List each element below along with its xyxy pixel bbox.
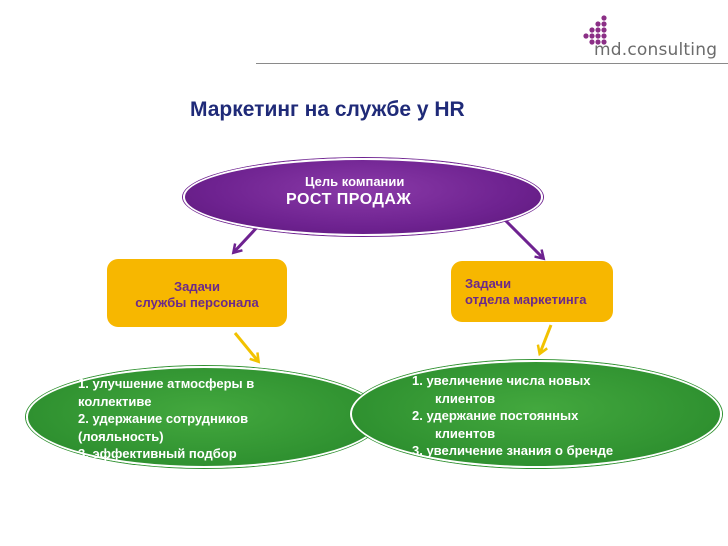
list-item: 3. эффективный подбор (78, 446, 237, 461)
marketing-tasks-list: 1. увеличение числа новых клиентов 2. уд… (412, 372, 613, 460)
md-consulting-logo-icon (583, 15, 607, 45)
list-item: 2. удержание сотрудников (78, 411, 249, 426)
list-item: 3. увеличение знания о бренде (412, 443, 614, 458)
marketing-tasks-box: Задачи отдела маркетинга (451, 261, 613, 322)
arrow-marketing-to-list (540, 324, 553, 353)
slide-title: Маркетинг на службе у HR (190, 98, 465, 121)
list-item: коллективе (78, 393, 152, 409)
hr-tasks-list: 1. улучшение атмосферы в коллективе 2. у… (78, 375, 254, 463)
list-item: клиентов (435, 425, 496, 441)
marketing-tasks-list-ellipse (350, 360, 722, 468)
marketing-tasks-title-line1: Задачи (465, 276, 512, 291)
hr-tasks-title-line2: службы персонала (135, 295, 259, 310)
reflection-fade (0, 462, 728, 546)
hr-tasks-title-line1: Задачи (173, 279, 221, 294)
company-goal-ellipse (183, 158, 543, 236)
hr-tasks-list-ellipse (26, 366, 382, 468)
goal-label: Цель компании (305, 174, 405, 189)
marketing-tasks-title-line2: отдела маркетинга (465, 292, 587, 307)
list-item: 1. улучшение атмосферы в (78, 376, 255, 391)
arrow-hr-to-list (233, 332, 258, 361)
list-item: клиентов (435, 390, 496, 406)
goal-value: РОСТ ПРОДАЖ (286, 191, 412, 208)
list-item: 2. удержание постоянных (412, 408, 579, 423)
arrow-goal-to-marketing (503, 218, 543, 258)
hr-tasks-box: Задачи службы персонала (107, 259, 287, 327)
list-item: (лояльность) (78, 428, 164, 444)
header-divider (256, 63, 728, 64)
list-item: 1. увеличение числа новых (412, 373, 591, 388)
brand-name: md.consulting (594, 40, 718, 60)
